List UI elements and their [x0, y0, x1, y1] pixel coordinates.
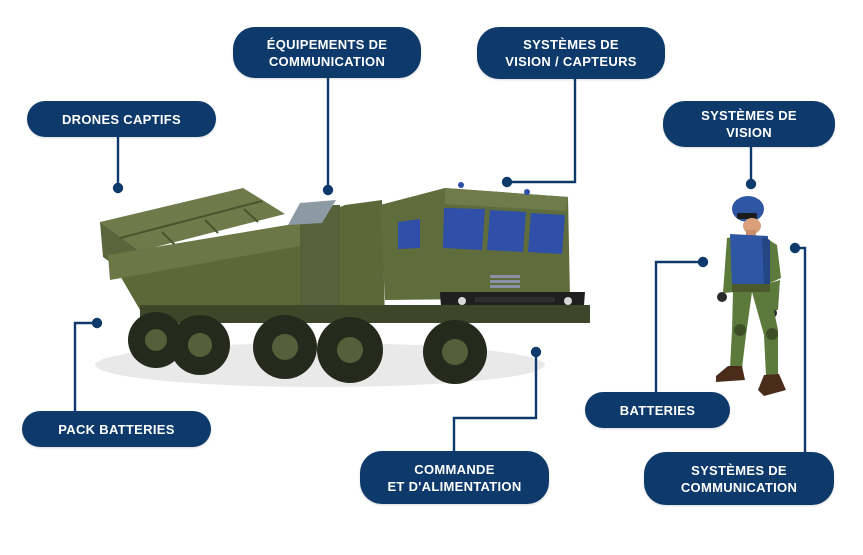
- label-line-1: ÉQUIPEMENTS DE: [266, 36, 388, 52]
- leader-lines: [73, 77, 807, 452]
- label-line-1: SYSTÈMES DE: [701, 108, 797, 123]
- label-systemes-vision: SYSTÈMES DE VISION: [663, 101, 835, 147]
- label-line-2: VISION: [726, 125, 772, 140]
- leader-sys-comm: [795, 246, 807, 452]
- label-text: PACK BATTERIES: [58, 421, 175, 437]
- label-line-2: ET D'ALIMENTATION: [387, 478, 522, 494]
- soldier-illustration: [716, 196, 786, 396]
- label-text: BATTERIES: [619, 402, 696, 418]
- military-truck-illustration: [100, 182, 590, 384]
- label-line-2: COMMUNICATION: [680, 479, 798, 495]
- label-systemes-vision-capteurs: SYSTÈMES DE VISION / CAPTEURS: [477, 27, 665, 79]
- label-equipements-communication: ÉQUIPEMENTS DE COMMUNICATION: [233, 27, 421, 78]
- label-line-2: COMMUNICATION: [268, 53, 386, 69]
- label-batteries: BATTERIES: [585, 392, 730, 428]
- leader-commande: [452, 352, 538, 451]
- leader-vision-capteurs: [507, 79, 577, 184]
- label-line-2: VISION / CAPTEURS: [505, 54, 637, 69]
- label-commande-alimentation: COMMANDE ET D'ALIMENTATION: [360, 451, 549, 504]
- label-systemes-communication: SYSTÈMES DE COMMUNICATION: [644, 452, 834, 505]
- label-text: DRONES CAPTIFS: [61, 111, 182, 127]
- leader-dots: [91, 176, 801, 358]
- label-drones-captifs: DRONES CAPTIFS: [27, 101, 216, 137]
- label-pack-batteries: PACK BATTERIES: [22, 411, 211, 447]
- label-line-1: SYSTÈMES DE: [691, 462, 787, 478]
- label-line-1: SYSTÈMES DE: [523, 37, 619, 52]
- label-line-1: COMMANDE: [414, 461, 495, 477]
- leader-pack-batteries: [73, 321, 97, 412]
- leader-batteries: [654, 260, 703, 392]
